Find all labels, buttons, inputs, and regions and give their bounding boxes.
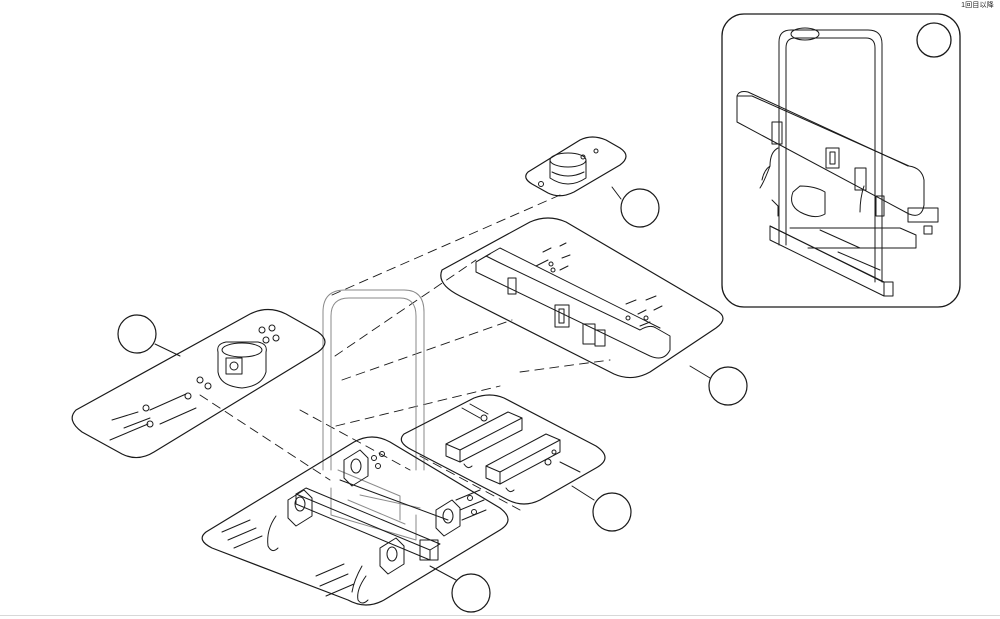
overview-panel <box>721 13 961 308</box>
panel-hook-brackets <box>201 436 509 613</box>
ghost-frame <box>322 289 425 541</box>
callout-circle <box>708 366 748 406</box>
overview-callout-circle <box>916 22 952 58</box>
panel-slide-tubes <box>400 394 632 532</box>
callout-circle <box>592 492 632 532</box>
panel-pad-bar <box>440 217 748 406</box>
callout-circle <box>620 188 660 228</box>
panel-cylinder-clamp <box>525 136 660 228</box>
overview-inset <box>721 13 961 308</box>
corner-note: 1回目以降 <box>961 2 994 9</box>
callout-circle <box>117 314 157 354</box>
panel-frame-clamp <box>71 308 326 459</box>
bottom-rule <box>0 615 1000 616</box>
assembly-leader-lines <box>199 194 611 511</box>
callout-circle <box>451 573 491 613</box>
